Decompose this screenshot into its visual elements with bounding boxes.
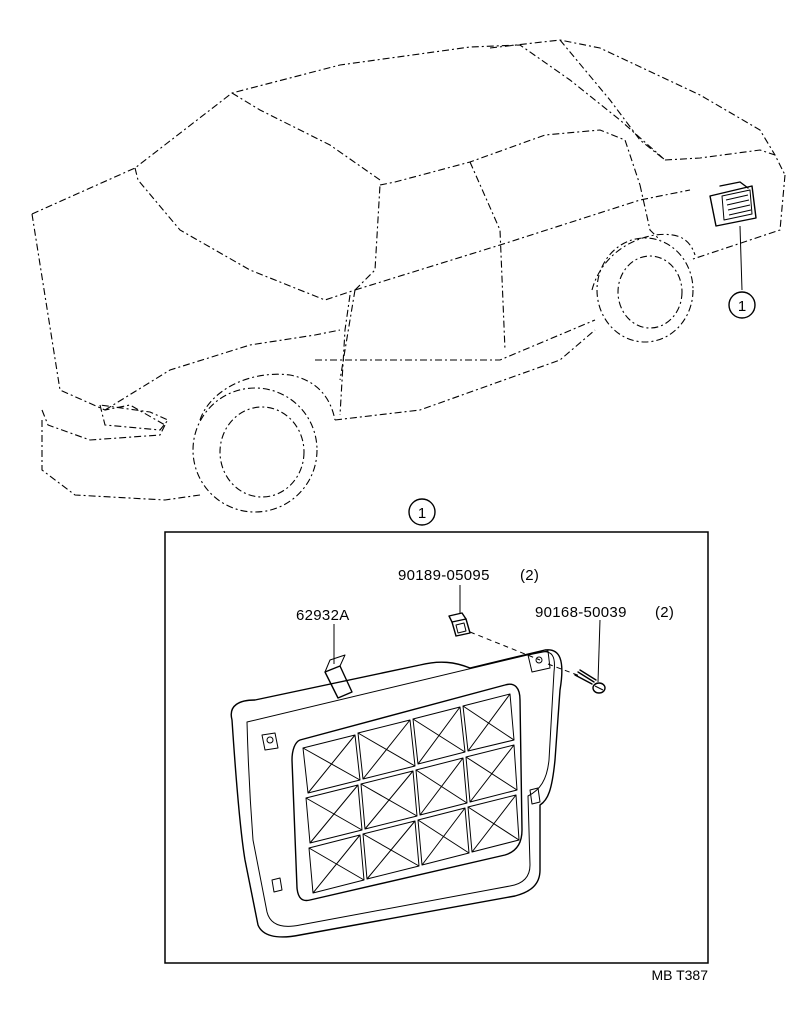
grille-part-number: 62932A xyxy=(296,607,350,624)
car-callout: 1 xyxy=(728,291,756,319)
grille-louvers xyxy=(302,693,520,894)
grille-assembly xyxy=(230,649,563,938)
screw-assembly-line xyxy=(547,663,581,677)
clip-quantity: (2) xyxy=(520,567,539,584)
rear-wheel xyxy=(596,237,694,343)
clip-part xyxy=(448,612,471,637)
clip-assembly-line xyxy=(469,631,541,661)
detail-frame xyxy=(164,531,709,964)
car-illustration xyxy=(31,39,786,501)
car-callout-leader xyxy=(739,225,743,291)
screw-part xyxy=(574,669,606,694)
car-callout-number: 1 xyxy=(738,298,746,315)
detail-callout: 1 xyxy=(408,498,436,526)
detail-callout-number: 1 xyxy=(418,505,426,522)
car-grille-location xyxy=(709,181,757,227)
screw-leader xyxy=(597,619,601,683)
clip-part-number: 90189-05095 xyxy=(398,567,490,584)
screw-part-number: 90168-50039 xyxy=(535,604,627,621)
front-wheel xyxy=(192,387,318,513)
figure-reference: MB T387 xyxy=(651,967,708,983)
screw-quantity: (2) xyxy=(655,604,674,621)
